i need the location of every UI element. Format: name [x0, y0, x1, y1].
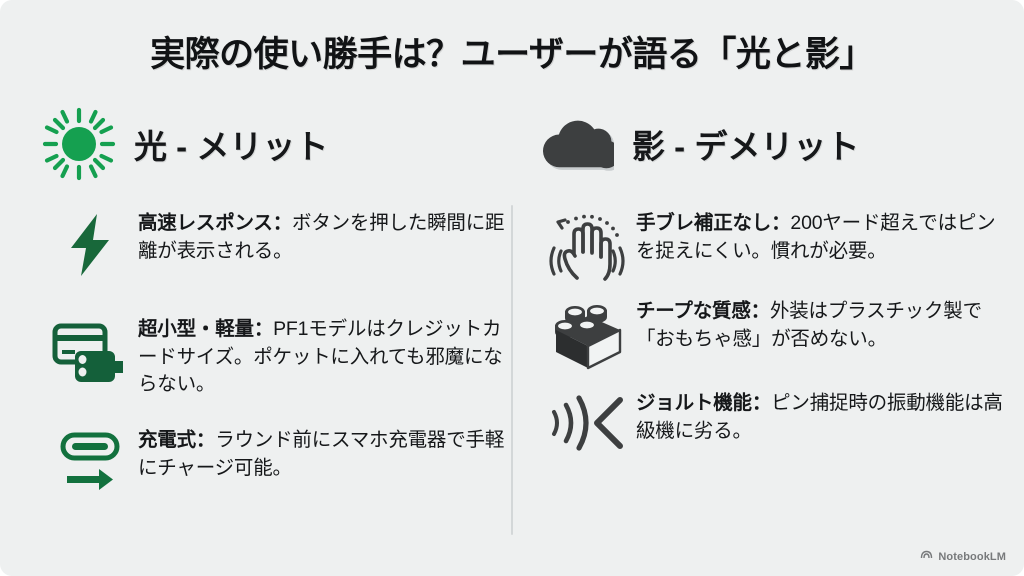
shaking-hand-icon	[540, 208, 636, 286]
list-item-label: 超小型・軽量	[138, 318, 254, 340]
sun-icon	[42, 107, 116, 181]
list-item-body: 200ヤード超えではピンを捉えにくい。慣れが必要。	[636, 212, 996, 262]
list-item-body: 外装はプラスチック製で「おもちゃ感」が否めない。	[636, 300, 982, 350]
list-item-text: 手ブレ補正なし：200ヤード超えではピンを捉えにくい。慣れが必要。	[636, 208, 1010, 265]
list-item: 超小型・軽量：PF1モデルはクレジットカードサイズ。ポケットに入れても邪魔になら…	[42, 314, 512, 399]
list-item-label: 充電式	[138, 429, 196, 452]
column-header-demerits: 影 - デメリット	[540, 104, 1010, 184]
list-item: 高速レスポンス：ボタンを押した瞬間に距離が表示される。	[42, 208, 512, 286]
list-item-body: ピン捕捉時の振動機能は高級機に劣る。	[636, 392, 1003, 442]
watermark: NotebookLM	[920, 548, 1006, 566]
watermark-label: NotebookLM	[938, 551, 1006, 563]
list-item-text: 充電式：ラウンド前にスマホ充電器で手軽にチャージ可能。	[138, 425, 512, 482]
list-item-separator: ：	[751, 392, 772, 414]
column-divider	[511, 205, 513, 535]
list-item-label: 高速レスポンス	[138, 212, 273, 234]
list-item-separator: ：	[771, 212, 791, 234]
usb-c-charge-icon	[42, 425, 138, 503]
toy-brick-icon	[540, 296, 636, 374]
list-item-separator: ：	[253, 318, 274, 340]
list-item: 手ブレ補正なし：200ヤード超えではピンを捉えにくい。慣れが必要。	[540, 208, 1010, 286]
list-item-separator: ：	[272, 212, 293, 234]
lightning-bolt-icon	[42, 208, 138, 286]
column-title-demerits: 影 - デメリット	[632, 128, 860, 165]
list-item-separator: ：	[750, 300, 771, 322]
list-item: ジョルト機能：ピン捕捉時の振動機能は高級機に劣る。	[540, 388, 1010, 466]
list-item: 充電式：ラウンド前にスマホ充電器で手軽にチャージ可能。	[42, 425, 512, 503]
merit-list: 高速レスポンス：ボタンを押した瞬間に距離が表示される。 超小型・	[42, 208, 512, 503]
list-item-label: チープな質感	[636, 300, 751, 322]
list-item: チープな質感：外装はプラスチック製で「おもちゃ感」が否めない。	[540, 296, 1010, 374]
list-item-text: チープな質感：外装はプラスチック製で「おもちゃ感」が否めない。	[636, 296, 1010, 353]
demerit-list: 手ブレ補正なし：200ヤード超えではピンを捉えにくい。慣れが必要。	[540, 208, 1010, 466]
list-item-text: 超小型・軽量：PF1モデルはクレジットカードサイズ。ポケットに入れても邪魔になら…	[138, 314, 512, 399]
column-header-merits: 光 - メリット	[42, 104, 512, 184]
list-item-body: ボタンを押した瞬間に距離が表示される。	[138, 212, 505, 262]
page-title: 実際の使い勝手は？ユーザーが語る「光と影」	[150, 35, 874, 74]
column-title-merits: 光 - メリット	[134, 128, 329, 165]
list-item-body: ラウンド前にスマホ充電器で手軽にチャージ可能。	[138, 429, 505, 479]
list-item-label: 手ブレ補正なし	[636, 212, 772, 234]
column-demerits: 影 - デメリット	[540, 104, 1010, 488]
column-merits: 光 - メリット 高速レスポンス：ボタンを押した瞬間に距離が表示される。	[42, 104, 512, 525]
list-item-body: PF1モデルはクレジットカードサイズ。ポケットに入れても邪魔にならない。	[138, 318, 503, 396]
list-item-text: 高速レスポンス：ボタンを押した瞬間に距離が表示される。	[138, 208, 512, 265]
credit-card-device-icon	[42, 314, 138, 392]
notebooklm-logo-icon	[920, 548, 933, 566]
vibration-waves-icon	[540, 388, 636, 466]
list-item-separator: ：	[195, 429, 216, 452]
cloud-icon	[540, 107, 614, 181]
list-item-text: ジョルト機能：ピン捕捉時の振動機能は高級機に劣る。	[636, 388, 1010, 445]
list-item-label: ジョルト機能	[636, 392, 752, 414]
